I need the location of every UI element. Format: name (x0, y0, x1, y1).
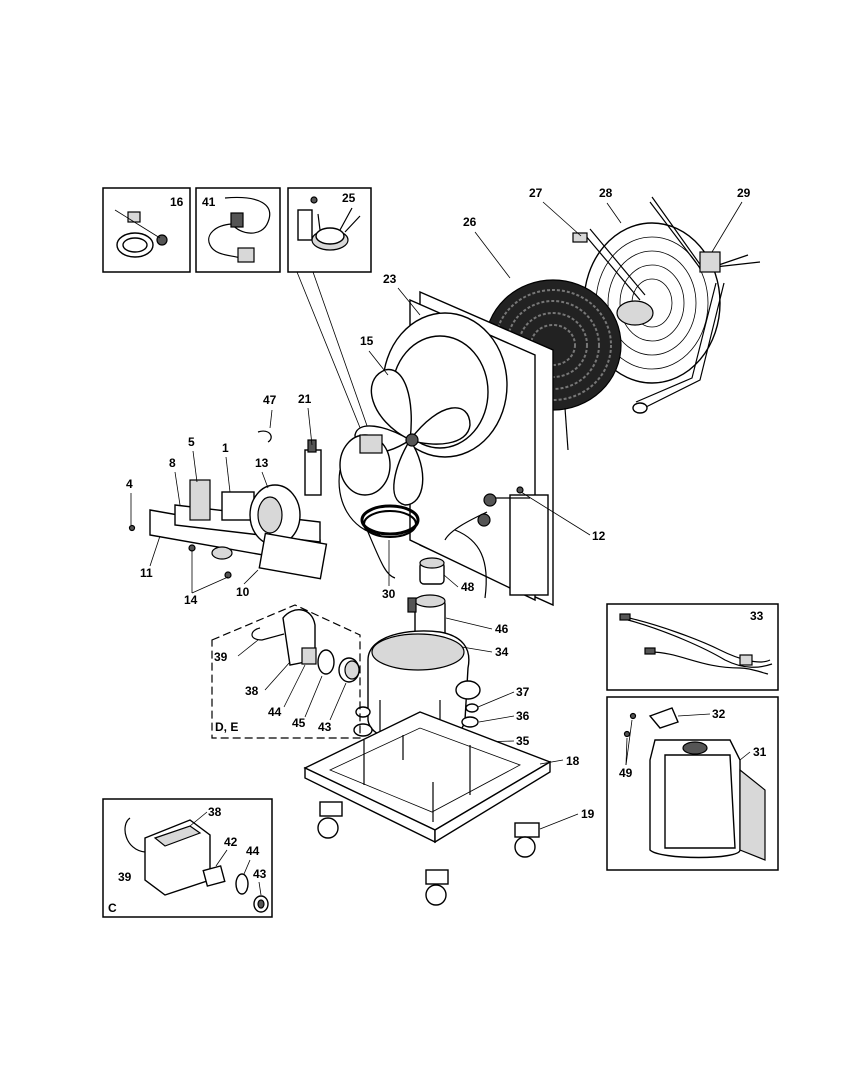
label-34: 34 (495, 645, 509, 659)
caster-icon (317, 801, 540, 906)
label-8: 8 (169, 456, 176, 470)
inset-31 (606, 696, 779, 871)
capacitor (407, 557, 446, 639)
label-18: 18 (566, 754, 580, 768)
label-28-guard: 28 (599, 186, 613, 200)
inset-c (102, 798, 273, 918)
label-1: 1 (222, 441, 229, 455)
label-45: 45 (292, 716, 306, 730)
label-c: C (108, 901, 117, 915)
label-de: D, E (215, 720, 238, 734)
label-33: 33 (750, 609, 764, 623)
label-15: 15 (360, 334, 374, 348)
label-26: 26 (463, 215, 477, 229)
label-21: 21 (298, 392, 312, 406)
label-30: 30 (382, 587, 396, 601)
power-cord-icon (208, 196, 271, 263)
label-25: 25 (342, 191, 356, 205)
shroud-frame (382, 290, 554, 607)
clamp-icon (114, 209, 168, 258)
label-42: 42 (224, 835, 238, 849)
wire-coil-30 (360, 504, 420, 579)
label-47: 47 (263, 393, 277, 407)
label-41: 41 (202, 195, 216, 209)
label-48-top: 48 (461, 580, 475, 594)
label-37: 37 (516, 685, 530, 699)
fan-blade-icon (354, 368, 471, 506)
label-49: 49 (619, 766, 633, 780)
label-43-de: 43 (318, 720, 332, 734)
clip-47 (257, 430, 272, 443)
label-27: 27 (529, 186, 543, 200)
base-plate (303, 711, 552, 844)
label-10: 10 (236, 585, 250, 599)
water-tank-icon (623, 707, 766, 861)
label-32: 32 (712, 707, 726, 721)
label-16: 16 (170, 195, 184, 209)
relay-icon (304, 439, 322, 496)
compressor-icon (353, 630, 481, 743)
label-31: 31 (753, 745, 767, 759)
label-12: 12 (592, 529, 606, 543)
label-23: 23 (383, 272, 397, 286)
fan-motor (338, 434, 391, 536)
inset-25-thermostat: 25 (287, 187, 372, 273)
label-38-de: 38 (245, 684, 259, 698)
thermostat-icon (297, 196, 361, 251)
inset-16-clamp: 16 (102, 187, 191, 273)
label-44-de: 44 (268, 705, 282, 719)
inset-33 (606, 603, 779, 691)
label-43-c: 43 (253, 867, 267, 881)
label-44-c: 44 (246, 844, 260, 858)
inset-41-power-cord: 41 (195, 187, 281, 273)
label-46: 46 (495, 622, 509, 636)
label-13: 13 (255, 456, 269, 470)
control-bracket (128, 479, 328, 580)
label-14: 14 (184, 593, 198, 607)
label-29: 29 (737, 186, 751, 200)
label-35: 35 (516, 734, 530, 748)
label-5: 5 (188, 435, 195, 449)
label-19: 19 (581, 807, 595, 821)
label-4: 4 (126, 477, 133, 491)
wire-harness-icon (619, 613, 773, 675)
label-36: 36 (516, 709, 530, 723)
inset-de (211, 604, 361, 739)
label-38-c: 38 (208, 805, 222, 819)
label-39-de: 39 (214, 650, 228, 664)
label-39-c: 39 (118, 870, 132, 884)
label-11: 11 (140, 566, 153, 580)
